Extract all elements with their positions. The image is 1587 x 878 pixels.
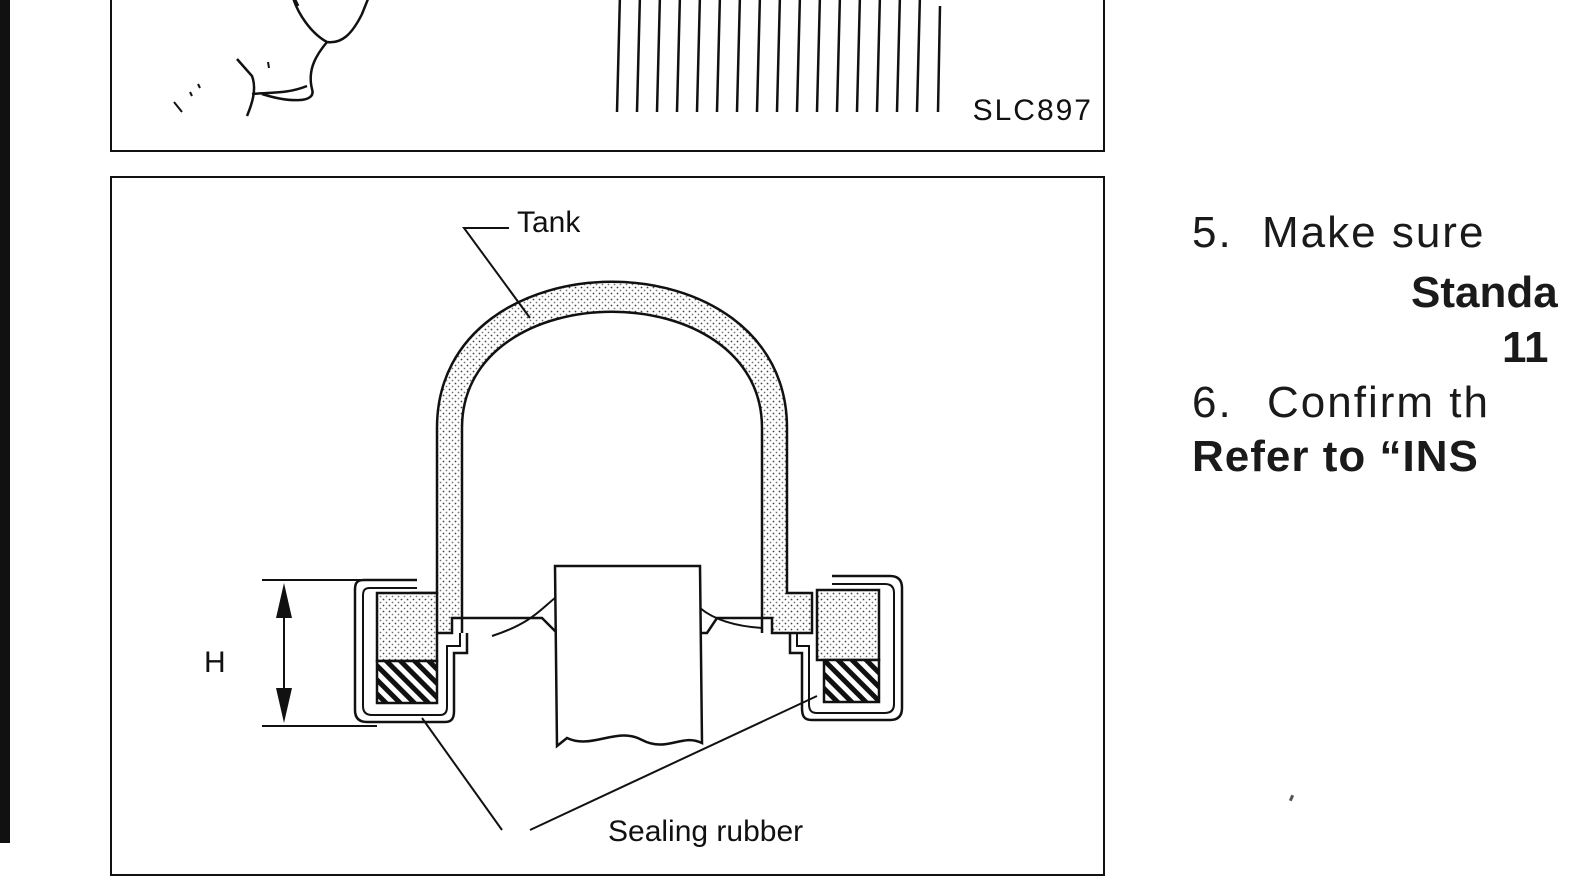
step-5-number: 5.: [1192, 208, 1233, 257]
label-sealing-rubber: Sealing rubber: [608, 815, 804, 848]
standard-label: Standa: [1411, 268, 1558, 317]
refer-line: Refer to “INS: [1192, 432, 1479, 481]
step-5-line: 5. Make sure: [1192, 208, 1485, 258]
step-6-text: Confirm th: [1267, 378, 1490, 427]
figure-tank-cross-section: Tank H Sealing rubber: [110, 176, 1105, 876]
standard-value: 11: [1502, 323, 1549, 372]
tank-drawing: [262, 227, 904, 831]
label-tank: Tank: [517, 206, 581, 239]
page-edge-bar: [0, 0, 10, 843]
step-6-line: 6. Confirm th: [1192, 378, 1490, 428]
step-6-number: 6.: [1192, 378, 1233, 427]
scan-speck: [1288, 794, 1295, 802]
step-5-text: Make sure: [1262, 208, 1486, 257]
figure-top-frame: SLC897: [110, 0, 1105, 152]
label-h-dimension: H: [204, 646, 226, 679]
instructions-column: 5. Make sure Standa 11 6. Confirm th Refer…: [1192, 0, 1587, 843]
figure-code: SLC897: [972, 94, 1093, 127]
figure-top-drawing: [173, 0, 942, 117]
